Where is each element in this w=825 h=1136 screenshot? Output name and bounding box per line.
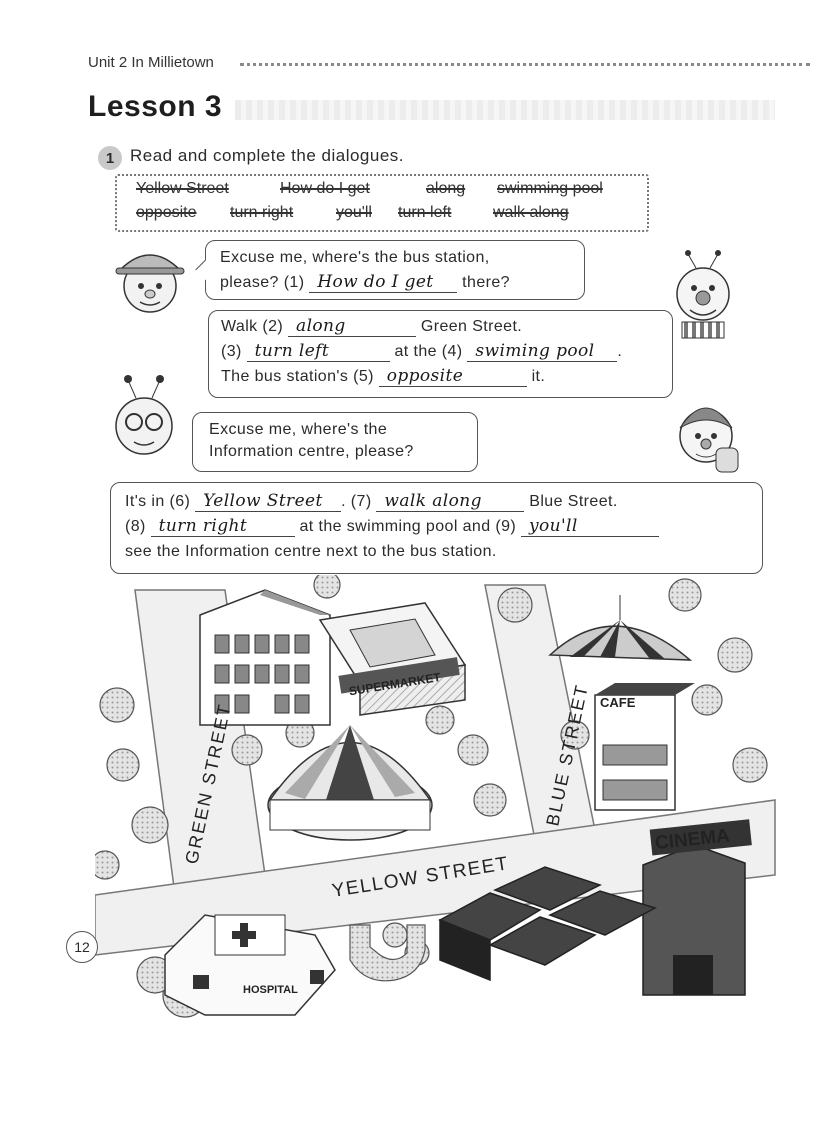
cafe-sign: CAFE [600,695,636,710]
question-text: there? [462,274,510,291]
swimming-pool-dome [267,725,433,841]
answer-blank-5[interactable]: opposite [378,366,527,387]
dialogue1-question-line1: Excuse me, where's the bus station, [220,249,490,266]
word-box-item: walk along [493,204,569,221]
word-box-item: opposite [136,204,197,221]
unit-header: Unit 2 In Millietown [88,54,214,71]
dialogue1-answer-bubble: Walk (2) along Green Street. (3) turn le… [208,310,673,398]
answer-blank-6[interactable]: Yellow Street [195,491,342,512]
dialogue2-answer-line1: It's in (6) Yellow Street. (7) walk alon… [125,489,762,514]
word-box-item: along [426,180,466,197]
hospital-sign: HOSPITAL [243,984,298,996]
dialogue2-question-line2: Information centre, please? [209,443,414,460]
supermarket-building: SUPERMARKET [318,602,467,716]
answer-text: at the (4) [394,343,463,360]
hedge [349,924,426,982]
word-box-item: turn left [398,204,452,221]
answer-text: . [617,343,623,360]
dialogue1-question-bubble: Excuse me, where's the bus station, plea… [195,240,585,300]
dialogue2-question-bubble: Excuse me, where's the Information centr… [192,412,478,472]
header-dotted-rule [240,63,810,66]
circus-tent [548,595,693,661]
hospital-building: HOSPITAL [164,914,336,1016]
word-box-item: swimming pool [497,180,603,197]
dialogue1-answer-line1: Walk (2) along Green Street. [221,314,672,339]
dialogue1-answer-line2: (3) turn left at the (4) swiming pool. [221,339,672,364]
word-box [115,174,649,232]
answer-text: Blue Street. [529,493,618,510]
exercise-number: 1 [98,146,122,170]
bee-girl-illustration [115,375,173,455]
page-number: 12 [66,931,98,963]
word-box-item: How do I get [280,180,370,197]
answer-text: it. [531,368,546,385]
answer-blank-9[interactable]: you'll [520,516,659,537]
word-box-item: you'll [336,204,372,221]
answer-blank-3[interactable]: turn left [246,341,390,362]
answer-blank-4[interactable]: swiming pool [467,341,618,362]
answer-text: at the swimming pool and (9) [299,518,517,535]
dialogue1-question-line2: please? (1) How do I get there? [220,270,584,295]
woman-illustration [679,407,739,473]
word-box-item: Yellow Street [136,180,229,197]
cinema-building: CINEMA [642,819,752,996]
answer-blank-8[interactable]: turn right [150,516,295,537]
dialogue2-answer-line3: see the Information centre next to the b… [125,543,497,560]
answer-text: . (7) [341,493,372,510]
exercise-instruction: Read and complete the dialogues. [130,146,405,165]
title-decoration-bar [235,100,775,120]
answer-text: It's in (6) [125,493,191,510]
answer-text: (3) [221,343,242,360]
clown-illustration [676,250,730,339]
answer-text: Green Street. [420,318,523,335]
answer-text: Walk (2) [221,318,284,335]
word-box-item: turn right [230,204,294,221]
answer-blank-2[interactable]: along [288,316,417,337]
question-text: please? (1) [220,274,305,291]
information-centre [438,866,657,982]
lesson-title: Lesson 3 [88,90,223,123]
answer-blank-1[interactable]: How do I get [309,272,458,293]
dialogue2-answer-line2: (8) turn right at the swimming pool and … [125,514,762,539]
bus-station-building [199,589,331,726]
boy-with-hat-illustration [115,254,185,313]
dialogue2-answer-bubble: It's in (6) Yellow Street. (7) walk alon… [110,482,763,574]
dialogue2-question-line1: Excuse me, where's the [209,421,388,438]
dialogue1-answer-line3: The bus station's (5) opposite it. [221,364,672,389]
answer-blank-7[interactable]: walk along [376,491,525,512]
answer-text: The bus station's (5) [221,368,374,385]
town-map: SUPERMARKET CAFE CINEMA [95,575,776,1018]
cafe-building: CAFE [594,683,695,811]
answer-text: (8) [125,518,146,535]
